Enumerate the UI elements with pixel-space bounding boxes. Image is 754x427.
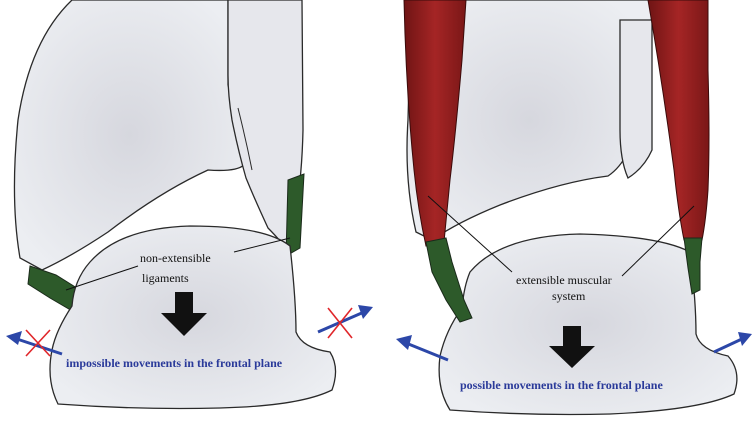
left-lateral-ligament: [286, 174, 304, 256]
left-label-line1: non-extensible: [140, 251, 211, 265]
right-right-muscle: [648, 0, 709, 240]
left-panel: non-extensible ligaments impossible move…: [6, 0, 373, 409]
right-label-line2: system: [552, 289, 586, 303]
right-panel: extensible muscular system possible move…: [396, 0, 752, 415]
left-blocked-arrow-right: [318, 305, 373, 338]
right-caption: possible movements in the frontal plane: [460, 378, 663, 392]
left-caption: impossible movements in the frontal plan…: [66, 356, 283, 370]
right-free-arrow-left: [396, 335, 448, 360]
left-label-line2: ligaments: [142, 271, 189, 285]
right-label-line1: extensible muscular: [516, 273, 612, 287]
right-free-arrow-right: [714, 332, 752, 352]
right-fibula-bone: [620, 20, 652, 178]
right-left-tendon: [426, 238, 472, 322]
